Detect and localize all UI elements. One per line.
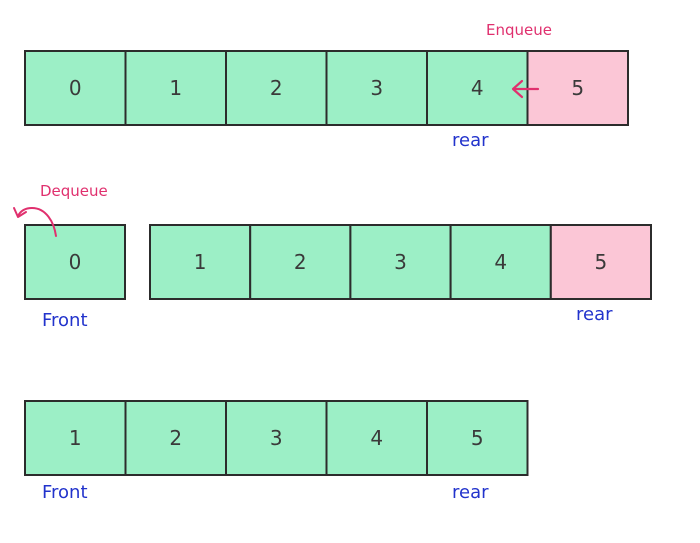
row1-cell-label-2: 2 [270, 76, 283, 100]
row2-cell-1 [249, 224, 352, 300]
row2-cell-label-3: 4 [494, 250, 507, 274]
enqueue-label: Enqueue [486, 21, 552, 39]
dequeued-cell: 0 [24, 224, 126, 300]
row1-cell-label-3: 3 [370, 76, 383, 100]
row3-cell-label-0: 1 [69, 426, 82, 450]
row2-cell-label-4: 5 [595, 250, 608, 274]
row1-cell-5 [526, 50, 629, 126]
dequeue-row: 1 2 3 4 5 [149, 224, 652, 300]
enqueue-row: 0 1 2 3 4 5 [24, 50, 629, 126]
row2-cell-label-1: 2 [294, 250, 307, 274]
row1-cell-label-1: 1 [169, 76, 182, 100]
row1-cell-1 [124, 50, 227, 126]
row3-rear-label: rear [452, 482, 489, 503]
row3-cell-0 [24, 400, 127, 476]
dequeue-label: Dequeue [40, 182, 108, 200]
result-row: 1 2 3 4 5 [24, 400, 529, 476]
row2-cell-3 [449, 224, 552, 300]
removed-cell-label: 0 [69, 250, 82, 274]
dequeue-arrow-icon [13, 206, 57, 237]
row1-cell-0 [24, 50, 127, 126]
row3-cell-label-3: 4 [370, 426, 383, 450]
row3-cell-1 [124, 400, 227, 476]
row2-cell-label-0: 1 [194, 250, 207, 274]
row2-cell-4 [549, 224, 652, 300]
enqueue-arrow-icon [511, 79, 540, 99]
row3-cell-4 [426, 400, 529, 476]
row1-cell-label-0: 0 [69, 76, 82, 100]
row3-cell-label-1: 2 [169, 426, 182, 450]
row2-rear-label: rear [576, 304, 613, 325]
row1-cell-2 [225, 50, 328, 126]
row1-cell-label-5: 5 [571, 76, 584, 100]
removed-cell [24, 224, 126, 300]
row3-cell-2 [225, 400, 328, 476]
row1-cell-4 [426, 50, 529, 126]
row2-cell-label-2: 3 [394, 250, 407, 274]
row2-cell-2 [349, 224, 452, 300]
row3-cell-3 [325, 400, 428, 476]
row2-front-label: Front [42, 310, 88, 331]
row3-cell-label-4: 5 [471, 426, 484, 450]
row3-front-label: Front [42, 482, 88, 503]
row1-cell-label-4: 4 [471, 76, 484, 100]
row1-rear-label: rear [452, 130, 489, 151]
row3-cell-label-2: 3 [270, 426, 283, 450]
